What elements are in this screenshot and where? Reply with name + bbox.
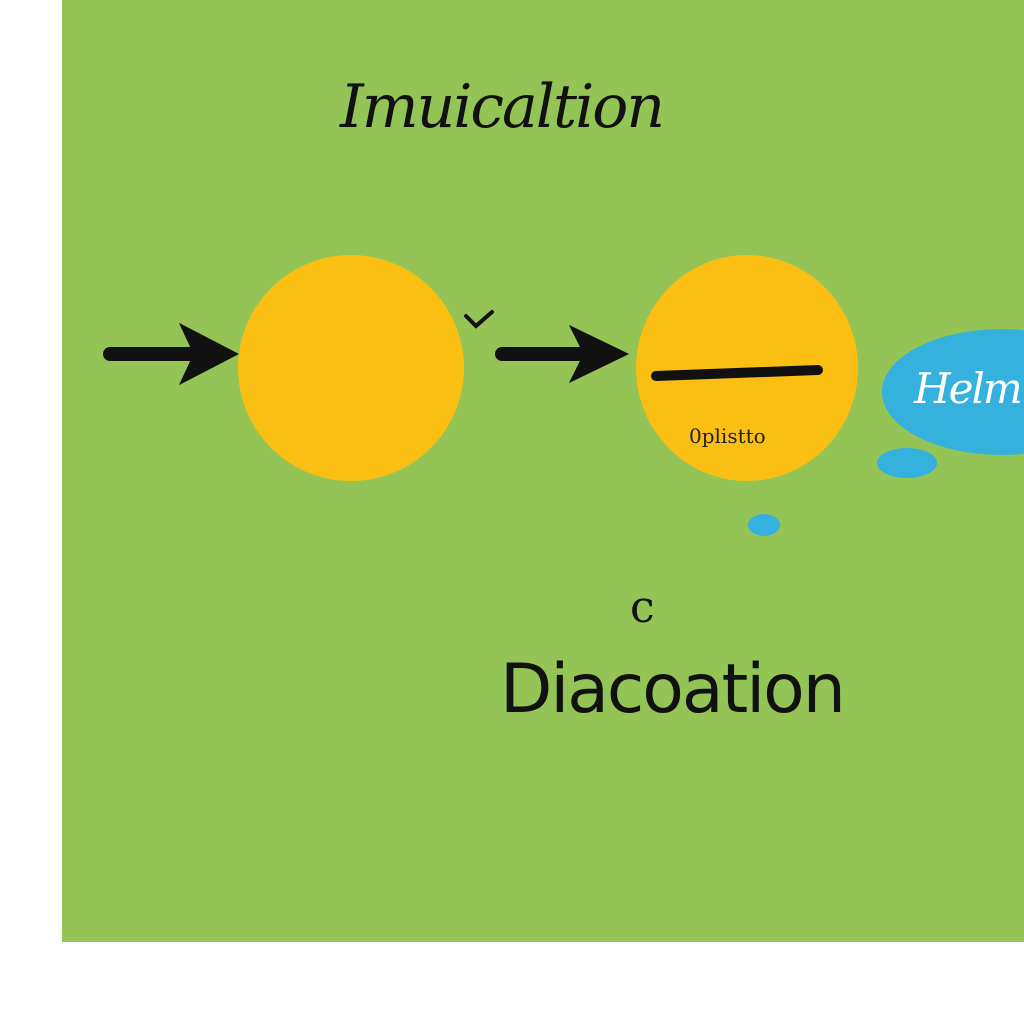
check-mark	[464, 310, 494, 329]
process-node-1	[238, 255, 464, 481]
diagram-subtitle: Diacoation	[500, 650, 846, 729]
cloud-bubble-large	[877, 448, 937, 478]
input-arrow	[103, 322, 240, 386]
diagram-title: Imuicaltion	[340, 72, 665, 142]
cloud-bubble-small	[748, 514, 780, 536]
small-mark: c	[630, 582, 655, 633]
diagram-panel: 0plistto Helm Imuicaltion c Diacoation	[62, 0, 1024, 942]
cloud-text: Helm	[914, 364, 1023, 413]
node-2-line	[651, 365, 823, 381]
node-2-label: 0plistto	[689, 424, 766, 448]
connector-arrow	[495, 324, 630, 384]
